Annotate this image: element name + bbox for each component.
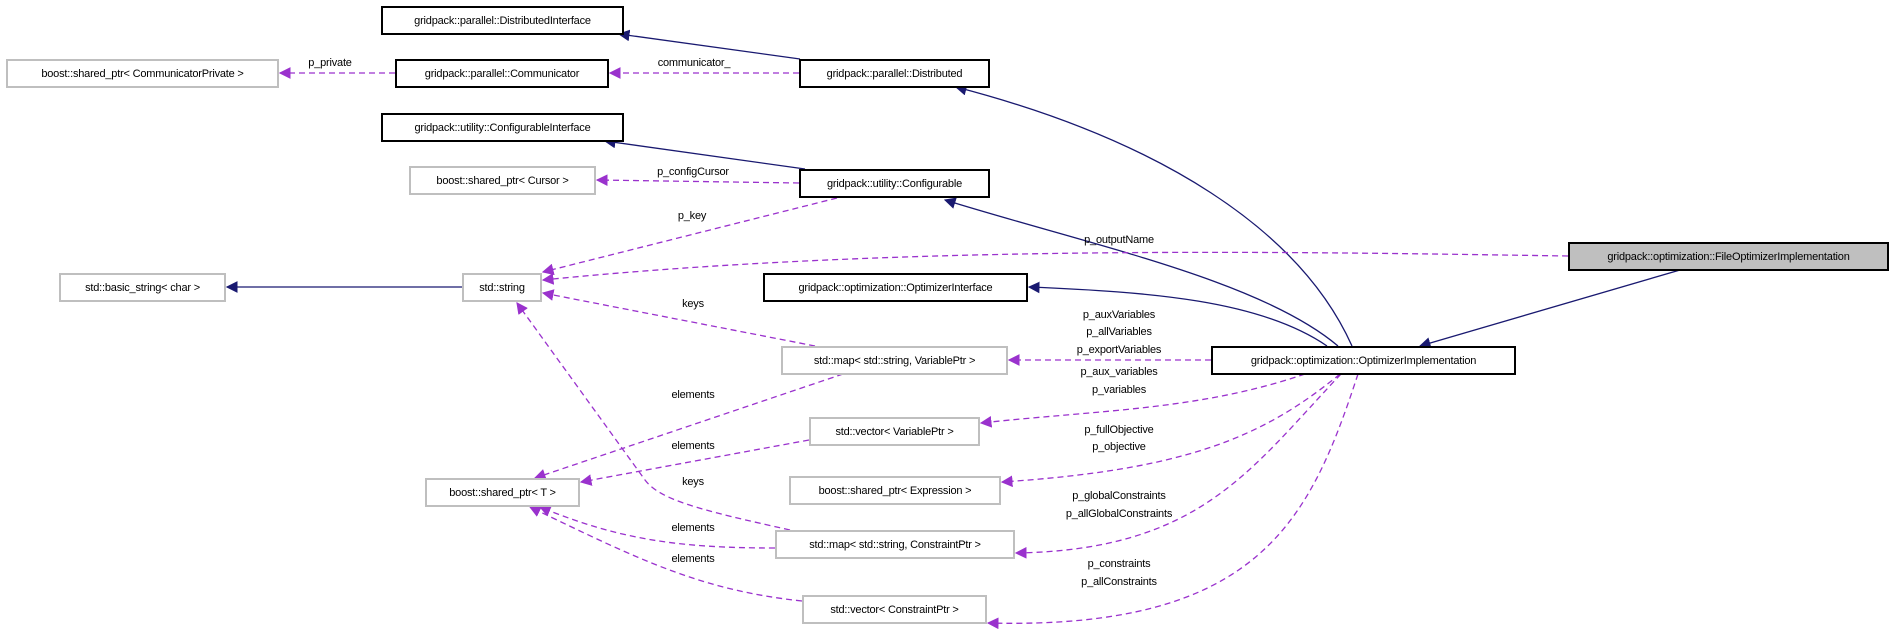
edge-label-keys-constraint: keys <box>682 476 704 488</box>
edge-label-p-full-objective: p_fullObjective <box>1084 424 1154 436</box>
node-shared-ptr-t[interactable]: boost::shared_ptr< T > <box>425 478 580 507</box>
edge-label-p-aux-variables: p_auxVariables <box>1082 309 1156 321</box>
node-file-optimizer-implementation[interactable]: gridpack::optimization::FileOptimizerImp… <box>1568 242 1889 271</box>
node-vector-variable-ptr[interactable]: std::vector< VariablePtr > <box>809 417 980 446</box>
edge-label-elements-map-con: elements <box>671 522 715 534</box>
edge-optimpl-to-configurable <box>943 197 1339 347</box>
node-configurable[interactable]: gridpack::utility::Configurable <box>799 169 990 198</box>
node-configurable-interface[interactable]: gridpack::utility::ConfigurableInterface <box>381 113 624 142</box>
edge-label-p-variables: p_variables <box>1091 384 1147 396</box>
edge-label-p-key: p_key <box>677 210 707 222</box>
node-std-string[interactable]: std::string <box>462 273 542 302</box>
edge-distributed-to-distributed-interface <box>617 29 801 60</box>
edge-label-p-aux-variables-vec: p_aux_variables <box>1080 366 1158 378</box>
edge-mapvar-sharedptr <box>533 373 844 481</box>
edge-optimpl-vecvar <box>979 373 1306 428</box>
node-shared-ptr-cursor[interactable]: boost::shared_ptr< Cursor > <box>409 166 596 195</box>
edge-mapvar-string <box>541 289 816 347</box>
edge-label-p-output-name: p_outputName <box>1084 234 1154 246</box>
node-distributed[interactable]: gridpack::parallel::Distributed <box>799 59 990 88</box>
node-optimizer-implementation[interactable]: gridpack::optimization::OptimizerImpleme… <box>1211 346 1516 375</box>
node-distributed-interface[interactable]: gridpack::parallel::DistributedInterface <box>381 6 624 35</box>
edge-label-keys: keys <box>682 298 704 310</box>
edge-mapcon-string <box>516 302 791 531</box>
edge-label-p-config-cursor: p_configCursor <box>657 166 729 178</box>
edge-configurable-cursor <box>595 174 800 187</box>
node-shared-ptr-communicator-private[interactable]: boost::shared_ptr< CommunicatorPrivate > <box>6 59 279 88</box>
edge-optimpl-veccon <box>986 373 1359 630</box>
edge-label-p-constraints: p_constraints <box>1087 558 1151 570</box>
node-basic-string[interactable]: std::basic_string< char > <box>59 273 226 302</box>
edge-label-p-export-variables: p_exportVariables <box>1076 344 1162 356</box>
edge-label-p-all-global-constraints: p_allGlobalConstraints <box>1065 508 1173 520</box>
edge-configurable-to-configurable-interface <box>603 136 806 170</box>
edge-vecpcon-sharedptr <box>528 506 803 602</box>
edge-fileoptimpl-to-optimpl <box>1418 269 1681 349</box>
edge-optimpl-to-distributed <box>954 83 1353 347</box>
edge-configurable-string <box>541 197 838 276</box>
edge-optimpl-to-optimizer-interface <box>1027 281 1328 347</box>
edge-vecvar-sharedptr <box>579 439 810 486</box>
edge-mapcon-sharedptr <box>538 505 776 549</box>
edge-optimpl-mapcon <box>1014 373 1342 559</box>
edge-label-p-global-constraints: p_globalConstraints <box>1072 490 1166 502</box>
node-map-constraint-ptr[interactable]: std::map< std::string, ConstraintPtr > <box>775 530 1015 559</box>
edge-label-p-all-constraints: p_allConstraints <box>1081 576 1157 588</box>
node-shared-ptr-expression[interactable]: boost::shared_ptr< Expression > <box>789 476 1001 505</box>
edge-fileoptimpl-string <box>541 251 1569 285</box>
edge-label-p-all-variables: p_allVariables <box>1086 326 1152 338</box>
edge-label-elements-map-var: elements <box>671 389 715 401</box>
edge-label-p-private: p_private <box>308 57 352 69</box>
node-optimizer-interface[interactable]: gridpack::optimization::OptimizerInterfa… <box>763 273 1028 302</box>
edge-optimpl-expression <box>1000 373 1341 488</box>
edge-label-p-objective: p_objective <box>1092 441 1146 453</box>
node-communicator[interactable]: gridpack::parallel::Communicator <box>395 59 609 88</box>
node-vector-constraint-ptr[interactable]: std::vector< ConstraintPtr > <box>802 595 987 624</box>
edge-label-elements-vec-var: elements <box>671 440 715 452</box>
edge-label-communicator: communicator_ <box>657 57 731 69</box>
node-map-variable-ptr[interactable]: std::map< std::string, VariablePtr > <box>781 346 1008 375</box>
edge-label-elements-vec-con: elements <box>671 553 715 565</box>
